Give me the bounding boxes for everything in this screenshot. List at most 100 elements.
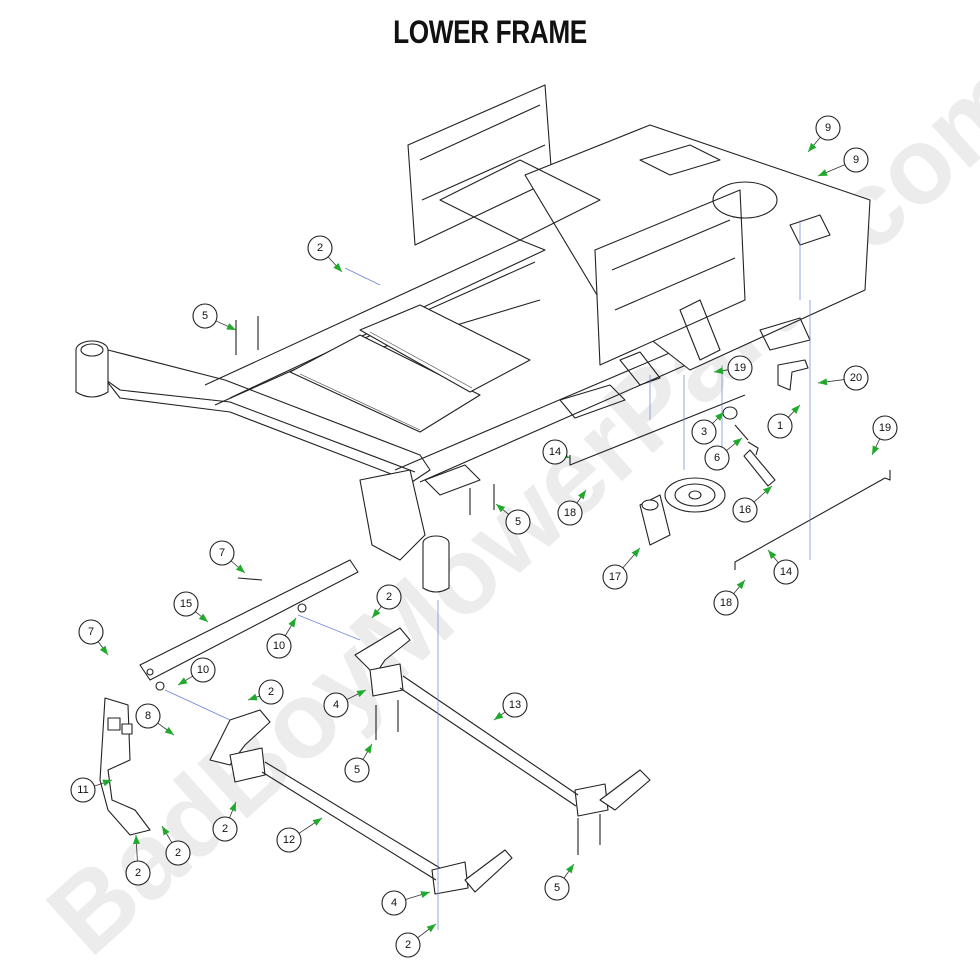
callout-circle xyxy=(190,657,216,683)
callout-label: 10 xyxy=(197,664,209,676)
callout-10: 10 xyxy=(177,657,216,686)
leader-arrowhead xyxy=(791,405,800,414)
callout-label: 10 xyxy=(273,640,285,652)
callout-11: 11 xyxy=(70,777,113,803)
callout-circle xyxy=(505,509,531,535)
callout-circle xyxy=(258,679,284,705)
callout-label: 19 xyxy=(734,362,746,374)
callout-circle xyxy=(212,816,238,842)
callout-circle xyxy=(173,591,199,617)
leader-arrowhead xyxy=(762,486,772,495)
leader-arrowhead xyxy=(732,438,742,447)
callout-circle xyxy=(815,115,841,141)
leader-arrowhead xyxy=(102,779,112,787)
callout-label: 9 xyxy=(825,122,831,134)
callout-18: 18 xyxy=(713,579,746,616)
callout-circle xyxy=(843,365,869,391)
callout-circle xyxy=(276,827,302,853)
callout-circle xyxy=(542,439,568,465)
callout-17: 17 xyxy=(602,547,641,590)
callout-circle xyxy=(192,303,218,329)
frame-cross-members xyxy=(204,239,721,496)
leader-arrowhead xyxy=(872,445,880,455)
callout-circle xyxy=(691,419,717,445)
leader-arrowhead xyxy=(235,564,245,573)
callout-circle xyxy=(376,584,402,610)
callout-label: 2 xyxy=(175,847,181,859)
leader-arrowhead xyxy=(577,490,586,500)
front-lift-assembly xyxy=(99,316,651,895)
callout-label: 20 xyxy=(850,372,862,384)
callout-label: 2 xyxy=(135,867,141,879)
callout-label: 11 xyxy=(77,784,88,796)
callout-label: 5 xyxy=(554,882,560,894)
callout-circle xyxy=(266,633,292,659)
callout-3: 3 xyxy=(691,411,725,445)
callout-2: 2 xyxy=(371,584,402,619)
callout-circle xyxy=(209,540,235,566)
callout-label: 9 xyxy=(853,154,859,166)
callout-label: 7 xyxy=(219,547,225,559)
leader-arrowhead xyxy=(288,618,296,628)
callout-circle xyxy=(135,703,161,729)
callout-label: 5 xyxy=(354,764,360,776)
leader-arrowhead xyxy=(198,613,208,622)
callout-9: 9 xyxy=(817,147,869,177)
callout-7: 7 xyxy=(78,619,109,656)
leader-arrowhead xyxy=(164,726,174,735)
leader-arrowhead xyxy=(715,412,724,421)
callout-label: 1 xyxy=(777,420,783,432)
frame-left-rail xyxy=(75,340,450,593)
callout-label: 15 xyxy=(180,598,192,610)
callout-circle xyxy=(70,777,96,803)
leader-arrowhead xyxy=(818,378,828,386)
callout-circle xyxy=(78,619,104,645)
callout-label: 7 xyxy=(88,626,94,638)
callout-12: 12 xyxy=(276,817,323,853)
leader-arrowhead xyxy=(132,835,140,845)
leader-arrowhead xyxy=(808,142,817,152)
callout-circle xyxy=(602,564,628,590)
callout-label: 16 xyxy=(739,504,751,516)
leader-arrowhead xyxy=(178,677,188,685)
callout-19: 19 xyxy=(871,415,898,456)
leader-arrowhead xyxy=(312,818,322,826)
callout-label: 2 xyxy=(222,823,228,835)
callout-circle xyxy=(381,890,407,916)
callout-circle xyxy=(323,692,349,718)
callout-label: 2 xyxy=(268,686,274,698)
leader-arrowhead xyxy=(736,580,745,590)
leader-arrowhead xyxy=(818,169,828,176)
callout-4: 4 xyxy=(323,689,367,718)
callout-9: 9 xyxy=(807,115,841,153)
callout-label: 3 xyxy=(701,426,707,438)
callout-16: 16 xyxy=(732,485,773,523)
callout-2: 2 xyxy=(307,235,343,273)
leader-arrowhead xyxy=(364,744,372,754)
callout-circle xyxy=(502,692,528,718)
leader-arrowhead xyxy=(356,690,366,698)
frame-rear-assembly xyxy=(407,84,871,386)
callout-label: 5 xyxy=(515,516,521,528)
callout-6: 6 xyxy=(704,437,743,471)
callout-5: 5 xyxy=(495,503,531,535)
leader-arrowhead xyxy=(768,550,777,560)
callout-label: 5 xyxy=(202,310,208,322)
callout-20: 20 xyxy=(817,365,869,391)
callout-5: 5 xyxy=(344,743,373,783)
leader-arrowhead xyxy=(372,608,381,618)
callout-1: 1 xyxy=(767,404,801,439)
callout-circle xyxy=(165,840,191,866)
callout-label: 19 xyxy=(879,422,891,434)
callout-circle xyxy=(767,413,793,439)
callout-13: 13 xyxy=(493,692,528,721)
callout-4: 4 xyxy=(381,890,431,916)
leader-arrowhead xyxy=(99,645,108,655)
callout-14: 14 xyxy=(542,439,571,465)
callout-circle xyxy=(557,500,583,526)
leader-arrowhead xyxy=(248,693,258,701)
callout-2: 2 xyxy=(161,825,191,866)
callout-circle xyxy=(713,590,739,616)
callout-label: 2 xyxy=(405,939,411,951)
